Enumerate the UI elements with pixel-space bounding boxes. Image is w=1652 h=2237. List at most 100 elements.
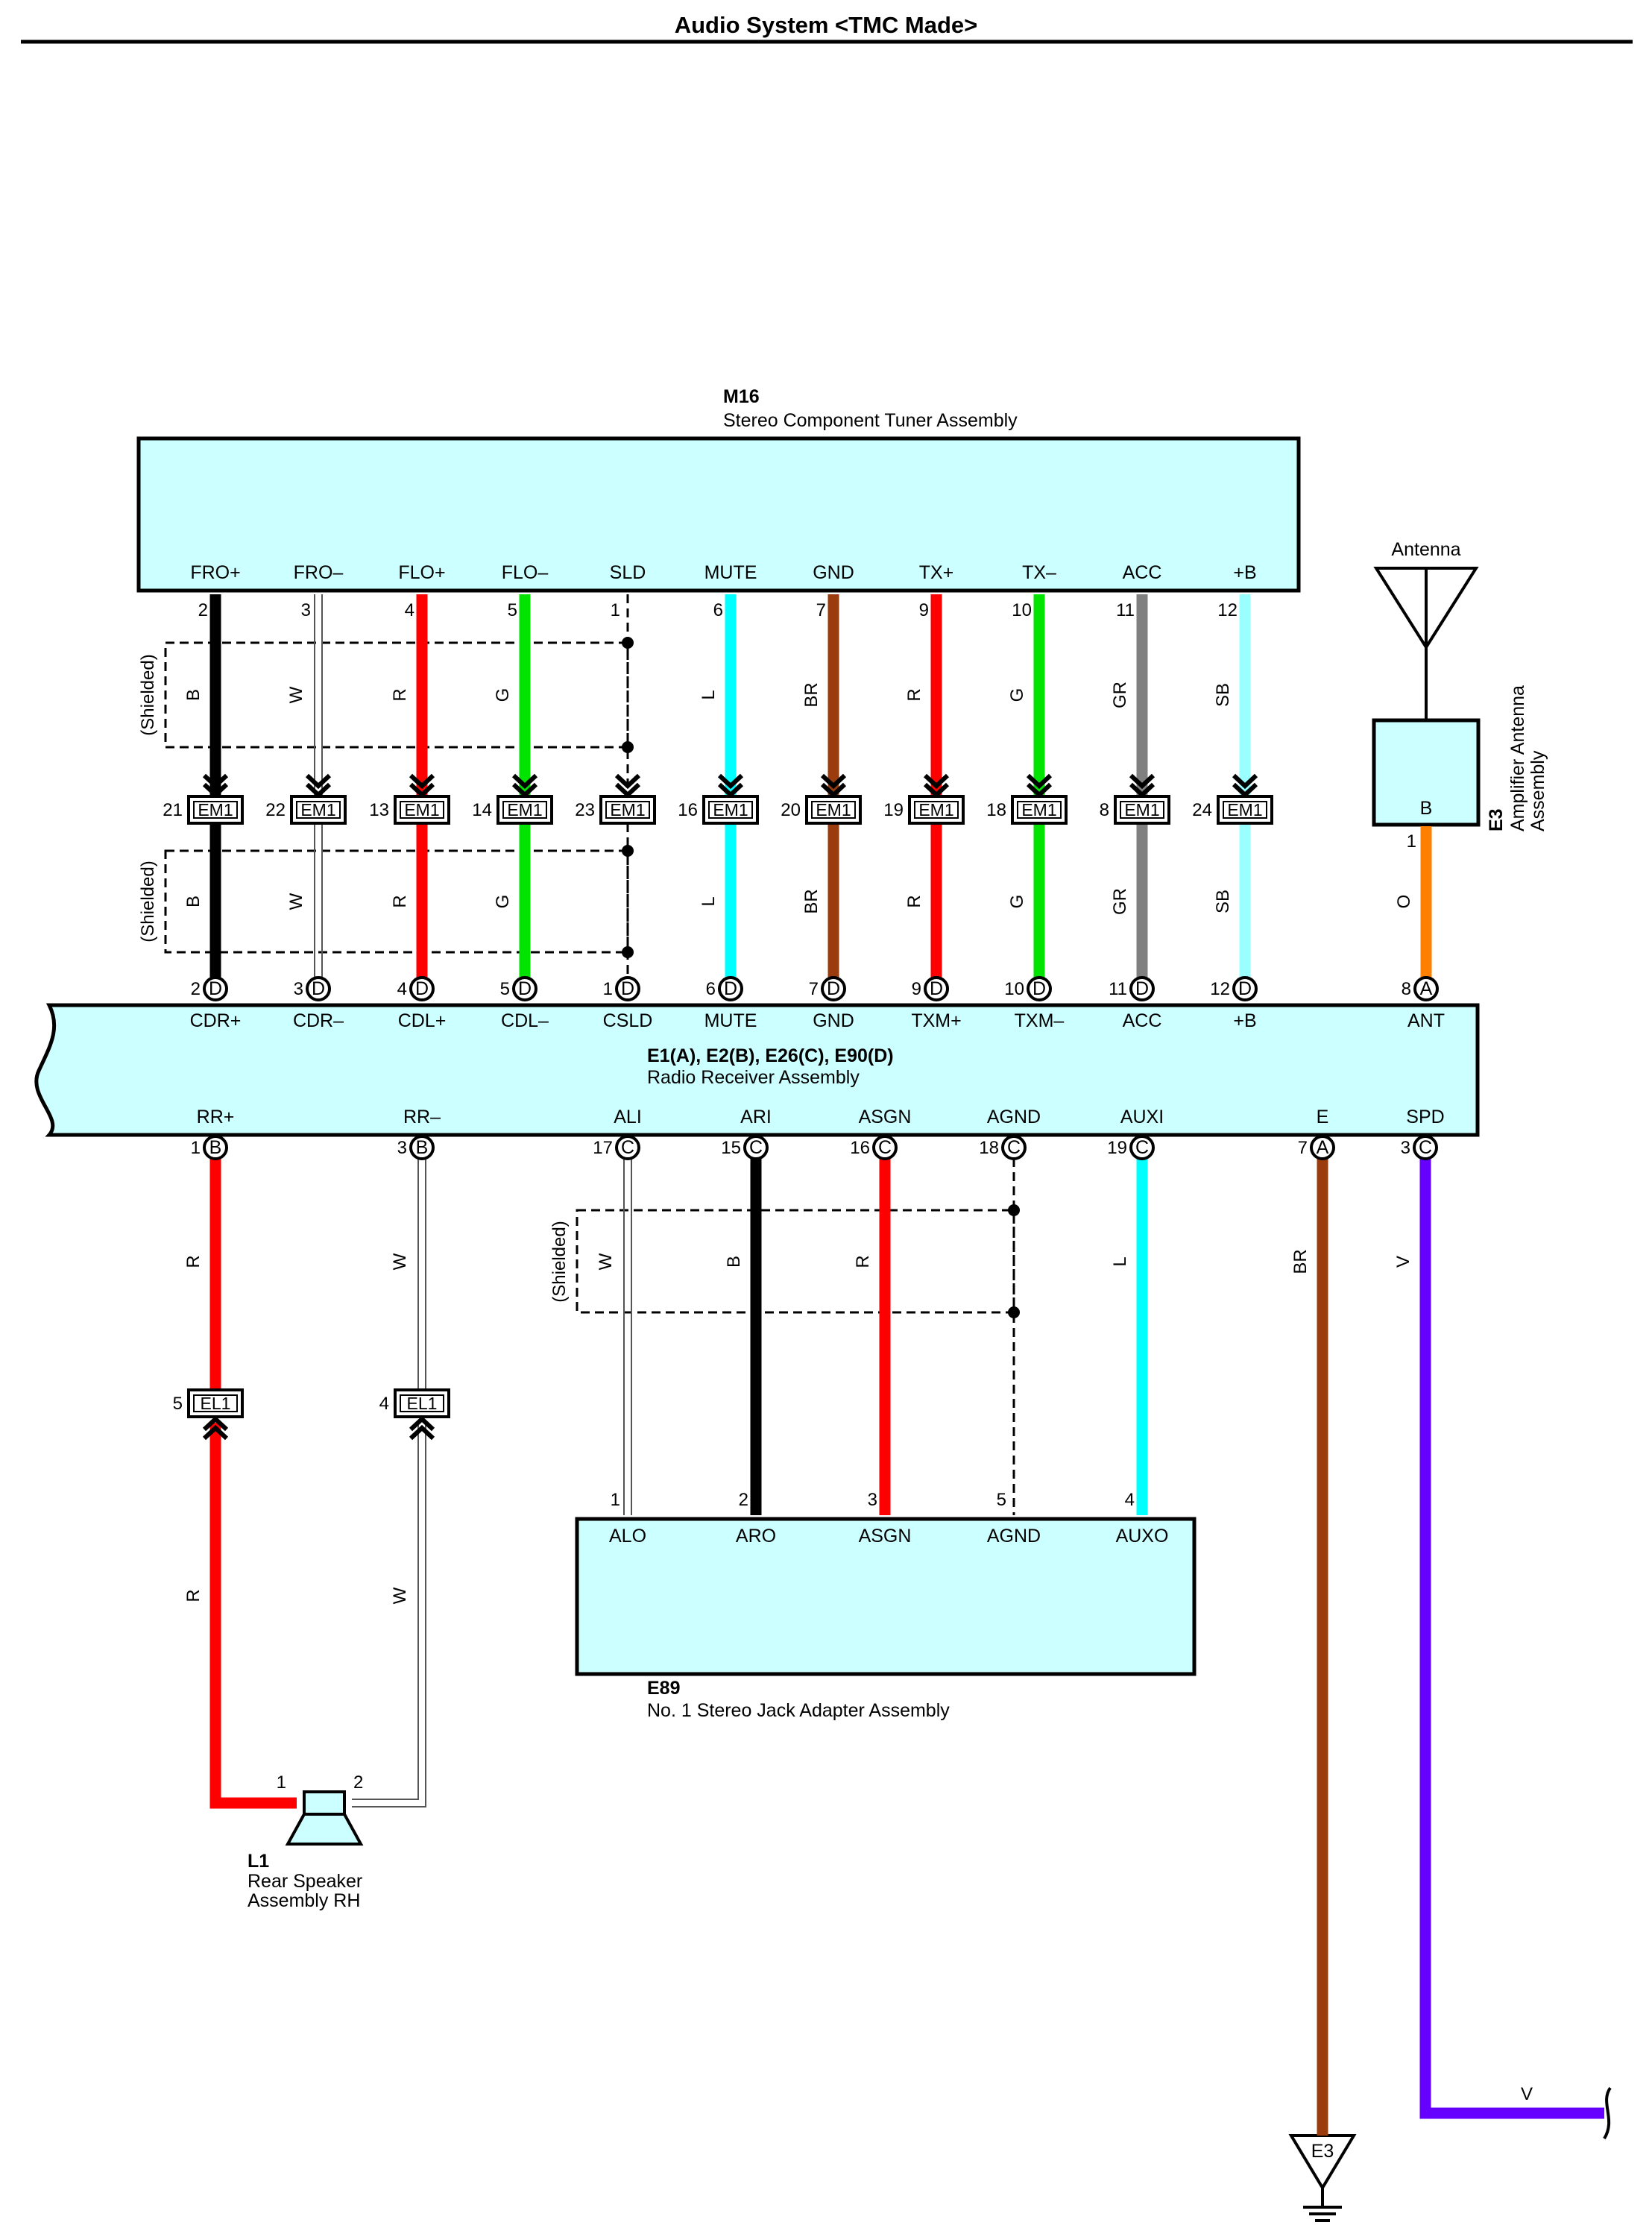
antenna-wire-rx-connector	[1413, 976, 1439, 1001]
bottom-wire-9-rx-connector-letter: C	[1419, 1137, 1432, 1158]
top-wire-10-rx-connector-letter: D	[1135, 978, 1149, 999]
bottom-wire-5-rx-connector	[872, 1135, 898, 1160]
e3-name-line1: Amplifier Antenna	[1507, 685, 1528, 831]
bottom-wire-3-rx-connector-letter: C	[621, 1137, 634, 1158]
e89-name: No. 1 Stereo Jack Adapter Assembly	[647, 1700, 950, 1721]
bottom-wire-3-end-pin: 1	[611, 1490, 620, 1510]
bottom-wire-2-junction-code: EL1	[407, 1394, 438, 1413]
top-wire-1-rx-connector	[203, 976, 228, 1001]
bottom-wire-9	[1419, 1158, 1604, 2119]
top-wire-11-junction-code: EM1	[1227, 800, 1262, 819]
top-wire-3-rx-connector-letter: D	[415, 978, 429, 999]
top-wire-6-junction-code: EM1	[713, 800, 748, 819]
top-wire-7-color-lower: BR	[801, 889, 822, 913]
top-wire-9-junction-code: EM1	[1021, 800, 1056, 819]
ground-label: E3	[1311, 2141, 1334, 2162]
top-wire-5-junction-icon	[614, 773, 641, 799]
top-wire-10-color-lower: GR	[1110, 888, 1130, 915]
top-wire-8-rx-connector-letter: D	[930, 978, 943, 999]
m16-code: M16	[723, 386, 760, 407]
bottom-wire-1-rx-signal: RR+	[197, 1107, 235, 1127]
top-wire-7-m16-signal: GND	[813, 562, 854, 583]
top-wire-9-rx-signal: TXM–	[1015, 1010, 1065, 1031]
e3-pin-label: B	[1420, 798, 1433, 819]
bottom-wire-7-rx-pin: 19	[1107, 1138, 1127, 1158]
top-wire-10-rx-pin: 11	[1109, 979, 1127, 999]
top-wire-5-m16-pin: 1	[611, 600, 620, 620]
top-wire-8-rx-signal: TXM+	[911, 1010, 961, 1031]
top-wire-4-rx-connector	[512, 976, 537, 1001]
bottom-wire-9-break-icon	[1603, 2086, 1612, 2140]
top-wire-3-color-upper: R	[390, 688, 410, 701]
top-wire-3-junction-inner	[400, 801, 444, 819]
shield-drain-dot-3	[622, 845, 634, 857]
bottom-wire-1-junction-icon	[202, 1415, 229, 1441]
top-wire-1-junction-code: EM1	[198, 800, 233, 819]
bottom-wire-8-color: BR	[1290, 1249, 1311, 1274]
top-wire-5-junction-inner	[605, 801, 650, 819]
top-wire-2-junction-icon	[305, 773, 332, 799]
top-wire-10-rx-connector	[1129, 976, 1155, 1001]
top-wire-9-rx-pin: 10	[1004, 979, 1024, 999]
m16-box	[136, 436, 1301, 593]
top-wire-7-junction-code: EM1	[816, 800, 851, 819]
top-wire-6-junction-pin: 16	[678, 800, 698, 820]
bottom-wire-2-color-upper: W	[390, 1253, 410, 1270]
top-wire-11-color-upper: SB	[1213, 683, 1233, 707]
top-wire-10-m16-pin: 11	[1116, 600, 1135, 620]
top-wire-7-m16-pin: 7	[816, 600, 826, 620]
top-wire-8-junction-pin: 19	[883, 800, 904, 820]
top-wire-10-m16-signal: ACC	[1123, 562, 1162, 583]
l1-code: L1	[248, 1851, 269, 1872]
top-wire-6-junction-inner	[708, 801, 753, 819]
bottom-wire-2-junction-icon	[409, 1415, 435, 1441]
antenna-wire-color: O	[1394, 895, 1414, 909]
shield-drain-dot-5	[1008, 1204, 1020, 1216]
bottom-wire-2-color-lower: W	[390, 1587, 410, 1604]
shield-label-upper: (Shielded)	[138, 654, 158, 735]
bottom-wire-2-rx-connector	[409, 1135, 435, 1160]
top-wire-5-junction-code: EM1	[610, 800, 645, 819]
top-wire-3-junction-code: EM1	[404, 800, 439, 819]
top-wire-9-junction-inner	[1017, 801, 1062, 819]
top-wire-4-rx-pin: 5	[500, 979, 510, 999]
top-wire-5-rx-signal: CSLD	[603, 1010, 653, 1031]
m16-name: Stereo Component Tuner Assembly	[723, 410, 1018, 431]
e89-box	[575, 1517, 1197, 1676]
top-wire-6-rx-signal: MUTE	[704, 1010, 757, 1031]
top-wire-7-junction-inner	[811, 801, 856, 819]
top-wire-9-m16-pin: 10	[1012, 600, 1032, 620]
top-wire-6-color-lower: L	[699, 896, 719, 906]
bottom-wire-7-color: L	[1110, 1256, 1130, 1266]
bottom-wire-4-end-pin: 2	[739, 1490, 748, 1510]
bottom-wire-3-rx-pin: 17	[593, 1138, 613, 1158]
e3-code: E3	[1486, 808, 1507, 831]
top-wire-3-m16-signal: FLO+	[398, 562, 445, 583]
l1-pin-1: 1	[277, 1772, 286, 1793]
bottom-wire-4-rx-connector-letter: C	[749, 1137, 763, 1158]
top-wire-10-junction-inner	[1120, 801, 1164, 819]
top-wire-7-rx-connector-letter: D	[827, 978, 840, 999]
top-wire-10-color-upper: GR	[1110, 682, 1130, 708]
top-wire-1-color-upper: B	[183, 689, 204, 701]
bottom-wire-6-end-pin: 5	[997, 1490, 1006, 1510]
top-wire-4-rx-connector-letter: D	[518, 978, 532, 999]
top-wire-3-color-lower: R	[390, 895, 410, 907]
l1-pin-2: 2	[353, 1772, 363, 1793]
top-wire-3-rx-pin: 4	[397, 979, 407, 999]
antenna-label: Antenna	[1391, 539, 1460, 560]
bottom-wire-3-rx-connector	[615, 1135, 640, 1160]
top-wire-6-rx-connector	[718, 976, 743, 1001]
top-wire-2-rx-connector-letter: D	[312, 978, 325, 999]
bottom-wire-1-color-lower: R	[183, 1589, 204, 1602]
bottom-wire-5-end-signal: ASGN	[859, 1526, 912, 1547]
bottom-wire-6-rx-pin: 18	[979, 1138, 999, 1158]
top-wire-10-junction-code: EM1	[1124, 800, 1159, 819]
bottom-wire-2-junction-inner	[400, 1394, 444, 1412]
top-wire-7-junction-pin: 20	[781, 800, 801, 820]
e3-name-line2: Assembly	[1528, 750, 1548, 831]
top-wire-2-color-upper: W	[286, 686, 306, 703]
bottom-wire-2-lower	[352, 1423, 419, 1800]
top-wire-1-m16-signal: FRO+	[190, 562, 240, 583]
top-wire-1-junction-pin: 21	[163, 800, 183, 820]
